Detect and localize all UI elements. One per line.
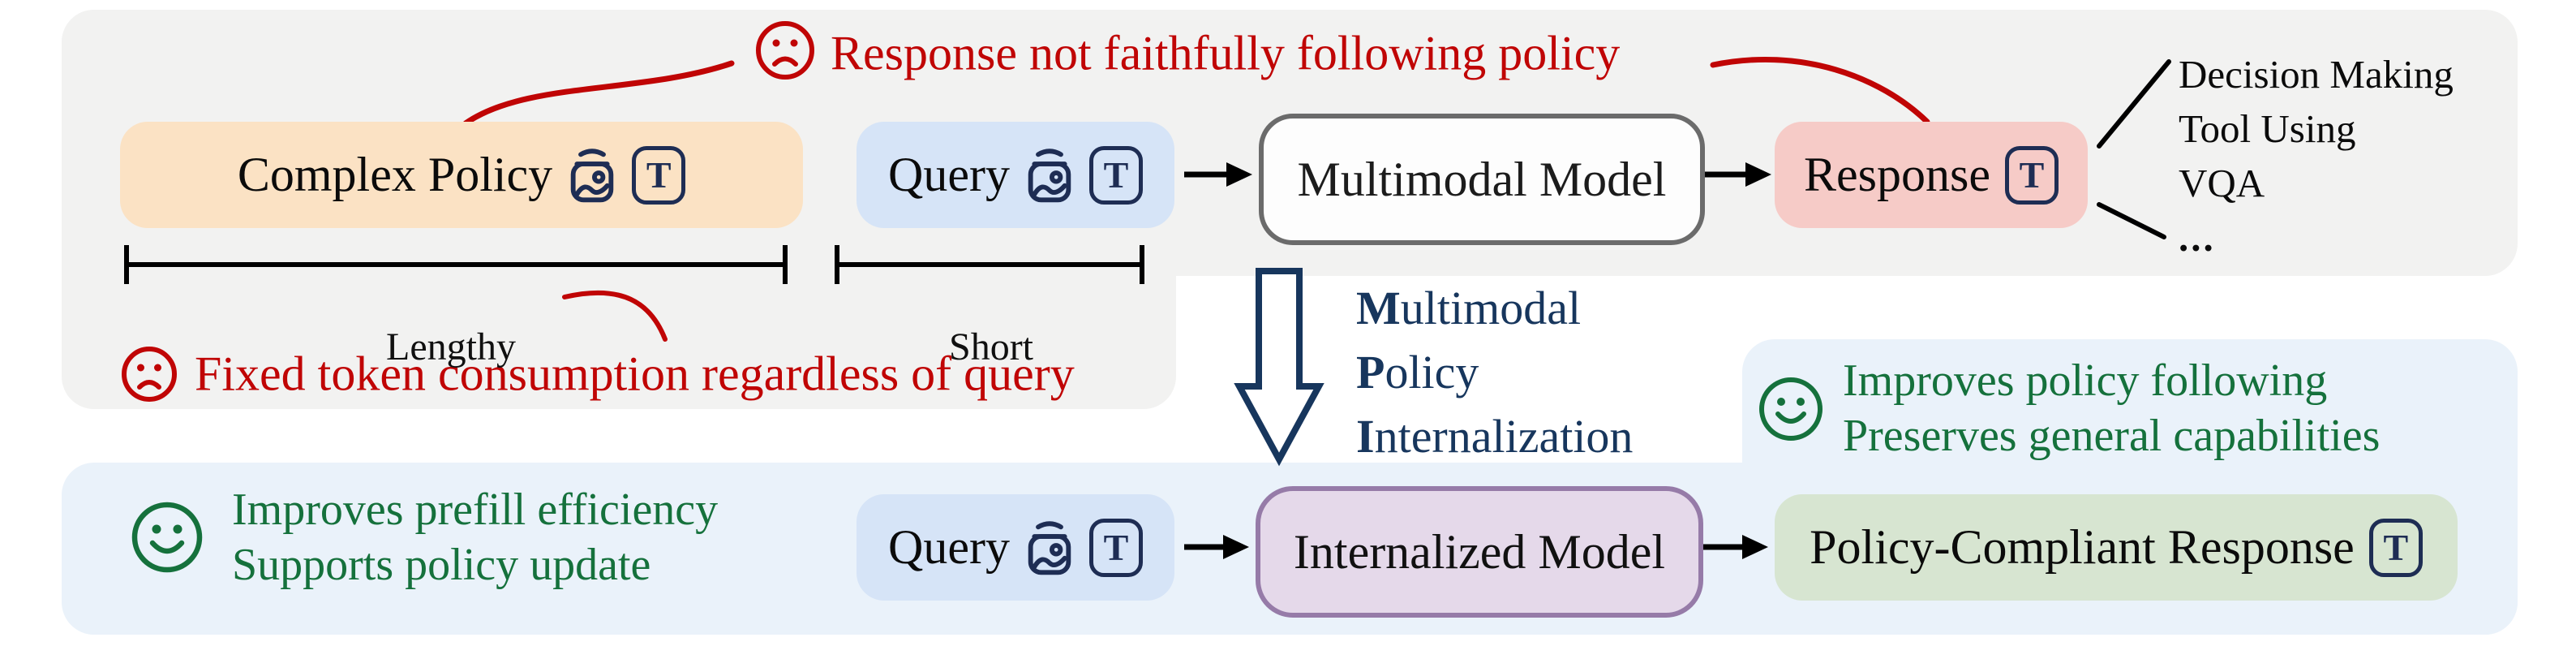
mpi-bold-letter: M: [1356, 282, 1401, 334]
text-icon: T: [632, 145, 686, 205]
mpi-title-line: Policy: [1356, 340, 1633, 404]
policy-compliant-response-label: Policy-Compliant Response: [1810, 520, 2355, 574]
lengthy-bracket-label: Lengthy: [386, 325, 516, 368]
task-item: Tool Using: [2179, 106, 2356, 151]
flow-arrow-icon: [1184, 162, 1252, 187]
benefits-right-text: Improves policy following Preserves gene…: [1843, 353, 2380, 463]
sad-face-icon: [756, 21, 814, 80]
t-glyph: T: [1103, 154, 1129, 196]
query-label: Query: [888, 148, 1010, 201]
mpi-down-arrow-icon: [1234, 268, 1324, 467]
image-icon: [1024, 147, 1075, 204]
short-bracket: [835, 245, 1144, 284]
task-connector-line: [2097, 59, 2171, 149]
flow-arrow-icon: [1184, 535, 1249, 559]
response-label: Response: [1804, 148, 1990, 201]
annotation-curve-policy: [462, 60, 735, 127]
query-box-top: Query T: [857, 122, 1174, 228]
flow-arrow-icon: [1703, 162, 1771, 187]
annotation-curve-lengthy: [562, 290, 668, 342]
mpi-line-rest: nternalization: [1374, 410, 1634, 463]
benefit-line: Improves prefill efficiency: [232, 485, 719, 535]
mpi-title-line: Multimodal: [1356, 276, 1633, 340]
mpi-bold-letter: I: [1356, 410, 1375, 463]
multimodal-model-box: Multimodal Model: [1259, 114, 1705, 245]
task-item: VQA: [2179, 161, 2265, 205]
short-bracket-label: Short: [948, 325, 1034, 368]
mpi-bold-letter: P: [1356, 346, 1385, 398]
benefit-line: Improves policy following: [1843, 355, 2328, 406]
query-box-bottom: Query T: [857, 494, 1174, 601]
benefit-line: Supports policy update: [232, 540, 651, 590]
mpi-line-rest: olicy: [1385, 346, 1479, 398]
mpi-title-line: Internalization: [1356, 404, 1633, 468]
t-glyph: T: [2019, 154, 2045, 196]
task-item: Decision Making: [2179, 52, 2454, 97]
mpi-title: Multimodal Policy Internalization: [1356, 276, 1633, 468]
text-icon: T: [1088, 145, 1143, 205]
lengthy-bracket: [124, 245, 788, 284]
query-label: Query: [888, 520, 1010, 574]
sad-face-icon: [122, 347, 177, 402]
complex-policy-box: Complex Policy T: [120, 122, 803, 228]
t-glyph: T: [646, 154, 672, 196]
internalized-model-label: Internalized Model: [1293, 524, 1666, 579]
text-icon: T: [2004, 145, 2059, 205]
annotation-curve-response: [1710, 57, 1930, 125]
task-connector-line: [2097, 202, 2166, 239]
t-glyph: T: [1103, 527, 1129, 568]
text-icon: T: [2368, 518, 2423, 577]
text-icon: T: [1088, 518, 1143, 577]
complex-policy-label: Complex Policy: [237, 148, 553, 201]
task-item: ...: [2179, 215, 2216, 260]
image-icon: [567, 147, 617, 204]
benefits-left-text: Improves prefill efficiency Supports pol…: [232, 482, 718, 592]
policy-compliant-response-box: Policy-Compliant Response T: [1775, 494, 2458, 601]
benefit-line: Preserves general capabilities: [1843, 411, 2381, 461]
response-box: Response T: [1775, 122, 2088, 228]
image-icon: [1024, 519, 1075, 576]
internalized-model-box: Internalized Model: [1256, 486, 1703, 618]
t-glyph: T: [2383, 527, 2409, 568]
mpi-line-rest: ultimodal: [1400, 282, 1582, 334]
smiley-face-icon: [131, 502, 203, 573]
multimodal-model-label: Multimodal Model: [1297, 152, 1667, 206]
task-list: Decision Making Tool Using VQA ...: [2179, 47, 2454, 265]
smiley-face-icon: [1759, 377, 1823, 441]
warning-response-text: Response not faithfully following policy: [831, 26, 1621, 80]
flow-arrow-icon: [1703, 535, 1768, 559]
warning-tokens-text: Fixed token consumption regardless of qu…: [195, 347, 1075, 401]
